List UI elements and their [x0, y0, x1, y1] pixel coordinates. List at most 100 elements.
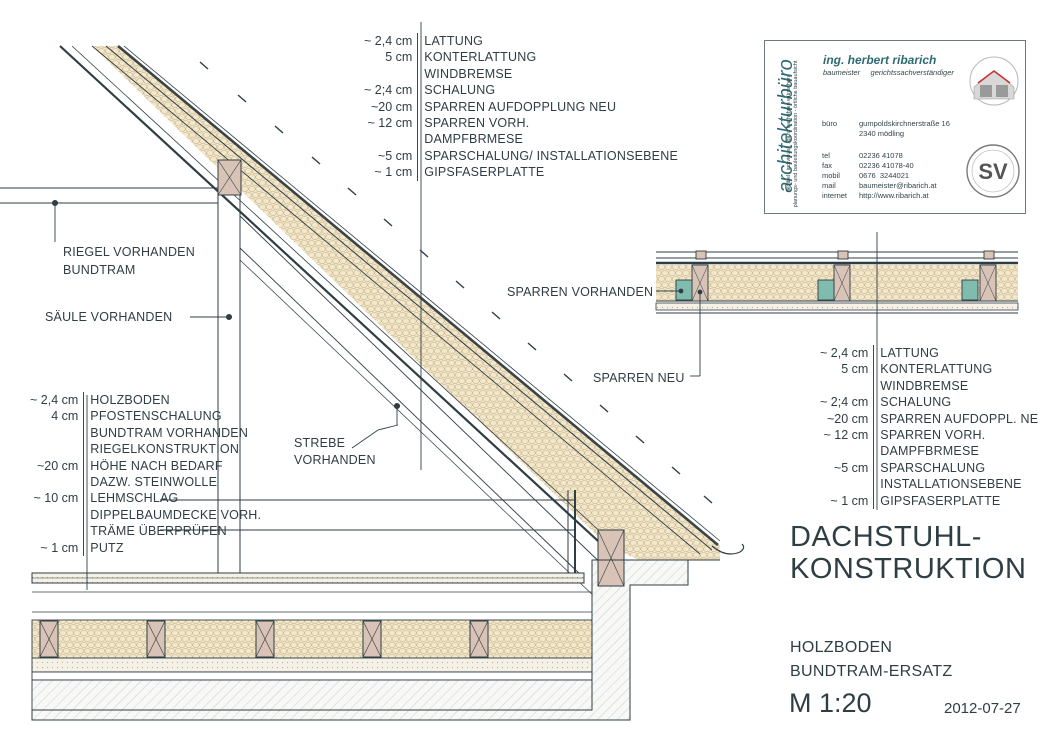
- roof-layer-description: GIPSFASERPLATTE: [424, 165, 545, 180]
- detail-layer-row: 5 cm KONTERLATTUNG: [820, 361, 1038, 378]
- company-stamp: architekturbüro flexibel . individuell .…: [764, 40, 1026, 214]
- label-strebe-vorhanden: VORHANDEN: [294, 453, 376, 467]
- subtitle-bundtram-ersatz: BUNDTRAM-ERSATZ: [790, 663, 953, 680]
- tel-label: tel: [822, 151, 830, 160]
- scale-label: M 1:20: [789, 688, 872, 718]
- roof-layer-row: DAMPFBRMESE: [364, 131, 678, 148]
- mobil-label: mobil: [822, 171, 840, 180]
- floor-layer-thickness: ~ 2,4 cm: [30, 392, 85, 409]
- masonry-wall: [31, 529, 720, 721]
- tel-value: 02236 41078: [859, 151, 903, 160]
- internet-value[interactable]: http://www.ribarich.at: [859, 191, 929, 200]
- floor-layer-thickness: 4 cm: [30, 408, 85, 425]
- floor-layer-description: HÖHE NACH BEDARF: [90, 458, 223, 473]
- mail-value[interactable]: baumeister@ribarich.at: [859, 181, 937, 190]
- floor-layer-row: ~ 1 cm PUTZ: [30, 539, 261, 557]
- brand-tagline-2: planungs- und bauleitungskoordination - …: [793, 60, 799, 208]
- detail-layer-thickness: ~20 cm: [820, 410, 875, 428]
- roof-layer-thickness: ~ 12 cm: [364, 115, 419, 132]
- detail-layer-thickness: [820, 476, 875, 493]
- roof-slope: [59, 45, 745, 560]
- floor-layer-row: ~ 2,4 cm HOLZBODEN: [30, 392, 261, 409]
- roof-layer-description: WINDBREMSE: [424, 66, 513, 81]
- detail-layer-description: SPARREN AUFDOPPL. NE: [880, 411, 1039, 426]
- floor-layer-description: RIEGELKONSTRUKTION: [90, 442, 240, 457]
- detail-layer-thickness: [820, 377, 875, 395]
- roof-layer-description: KONTERLATTUNG: [424, 50, 537, 65]
- floor-layer-thickness: ~ 10 cm: [30, 490, 85, 507]
- title-line-2: KONSTRUKTION: [790, 553, 1027, 585]
- detail-layer-description: INSTALLATIONSEBENE: [880, 477, 1022, 492]
- brand-vertical: architekturbüro flexibel . individuell .…: [765, 41, 815, 213]
- roof-layer-description: SPARREN VORH.: [424, 116, 530, 131]
- floor-layer-description: DIPPELBAUMDECKE VORH.: [90, 507, 262, 522]
- roof-layer-description: LATTUNG: [424, 34, 484, 48]
- fax-value: 02236 41078-40: [859, 161, 914, 170]
- floor-layer-row: TRÄME ÜBERPRÜFEN: [30, 523, 261, 540]
- floor-buildup: [31, 572, 600, 711]
- floor-layer-row: ~20 cm HÖHE NACH BEDARF: [30, 457, 261, 475]
- floor-layer-thickness: ~20 cm: [30, 457, 85, 475]
- detail-layer-thickness: ~5 cm: [820, 459, 875, 477]
- floor-layer-row: BUNDTRAM VORHANDEN: [30, 424, 261, 442]
- floor-layer-thickness: [30, 523, 85, 540]
- detail-section: [655, 232, 1019, 510]
- floor-layer-description: TRÄME ÜBERPRÜFEN: [90, 524, 227, 539]
- sv-logo-text: SV: [978, 159, 1008, 184]
- mail-label: mail: [822, 181, 836, 190]
- roof-layer-thickness: ~5 cm: [364, 147, 419, 165]
- floor-layer-description: HOLZBODEN: [90, 393, 170, 407]
- floor-layer-thickness: ~ 1 cm: [30, 539, 85, 557]
- roof-layer-thickness: [364, 131, 419, 148]
- detail-layer-thickness: ~ 12 cm: [820, 427, 875, 444]
- detail-layer-description: KONTERLATTUNG: [880, 362, 993, 377]
- roof-layer-description: SCHALUNG: [424, 83, 496, 98]
- floor-layer-description: PUTZ: [90, 540, 124, 555]
- detail-layer-description: WINDBREMSE: [880, 378, 969, 393]
- fax-label: fax: [822, 161, 833, 170]
- detail-layer-description: SPARREN VORH.: [880, 428, 986, 443]
- detail-layer-thickness: 5 cm: [820, 361, 875, 378]
- floor-layer-thickness: [30, 441, 85, 458]
- detail-layer-row: DAMPFBRMESE: [820, 443, 1038, 460]
- label-strebe: STREBE: [294, 436, 346, 450]
- date-label: 2012-07-27: [944, 700, 1021, 717]
- leader-lines: [51, 22, 422, 590]
- detail-layer-description: LATTUNG: [880, 346, 940, 360]
- address-line-2: 2340 mödling: [859, 129, 905, 138]
- roof-layer-thickness: ~ 2;4 cm: [364, 82, 419, 99]
- detail-layer-thickness: ~ 1 cm: [820, 492, 875, 510]
- roof-layer-thickness: 5 cm: [364, 49, 419, 66]
- label-riegel-vorhanden: RIEGEL VORHANDEN: [63, 245, 195, 259]
- roof-layer-row: WINDBREMSE: [364, 65, 678, 83]
- detail-layer-row: INSTALLATIONSEBENE: [820, 476, 1038, 493]
- detail-layer-row: ~5 cm SPARSCHALUNG: [820, 459, 1038, 477]
- floor-layer-row: DIPPELBAUMDECKE VORH.: [30, 506, 262, 524]
- mobil-value: 0676 3244021: [859, 171, 910, 180]
- roof-layer-description: SPARSCHALUNG/ INSTALLATIONSEBENE: [424, 148, 678, 163]
- detail-layer-description: SPARSCHALUNG: [880, 460, 986, 475]
- floor-layer-row: ~ 10 cm LEHMSCHLAG: [30, 490, 261, 507]
- detail-layer-row: ~ 2,4 cm LATTUNG: [820, 345, 1038, 362]
- floor-layer-description: PFOSTENSCHALUNG: [90, 409, 222, 424]
- detail-layer-thickness: ~ 2,4 cm: [820, 345, 875, 362]
- company-role: baumeister gerichtssachverständiger: [823, 68, 954, 77]
- roof-layer-row: ~ 2,4 cm LATTUNG: [364, 33, 678, 50]
- detail-layer-thickness: [820, 443, 875, 460]
- floor-layer-row: DAZW. STEINWOLLE: [30, 474, 261, 491]
- floor-layer-description: DAZW. STEINWOLLE: [90, 475, 218, 490]
- roof-layer-row: 5 cm KONTERLATTUNG: [364, 49, 678, 66]
- floor-layer-description: LEHMSCHLAG: [90, 491, 179, 506]
- roof-layer-description: DAMPFBRMESE: [424, 132, 524, 147]
- roof-layer-thickness: ~ 2,4 cm: [364, 33, 419, 50]
- detail-layer-description: GIPSFASERPLATTE: [880, 493, 1001, 508]
- sv-logo-icon: SV: [966, 144, 1020, 198]
- internet-label: internet: [822, 191, 848, 200]
- detail-layer-row: ~20 cm SPARREN AUFDOPPL. NE: [820, 410, 1039, 428]
